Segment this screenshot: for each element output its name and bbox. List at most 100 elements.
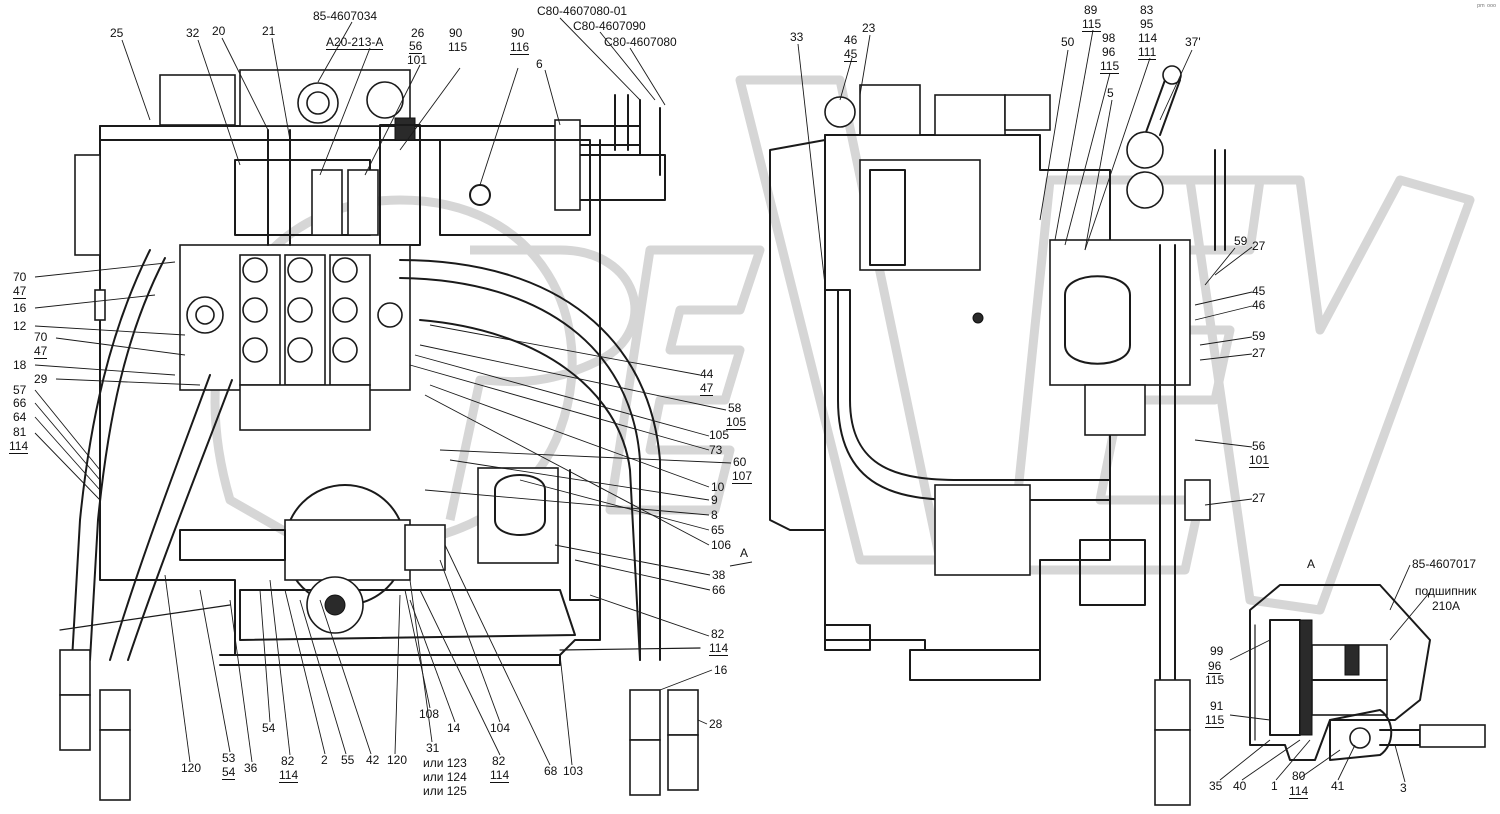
callout-label: 42 <box>366 753 380 767</box>
callout-label: 28 <box>709 717 723 731</box>
callout-label: 111 <box>1138 45 1157 60</box>
callout-label: 29 <box>34 372 48 386</box>
callout-label: 1 <box>1271 779 1278 793</box>
callout-label: 114 <box>279 768 299 783</box>
callout-label: 115 <box>1205 713 1225 728</box>
callout-label: 47 <box>700 381 714 396</box>
callout-label: 115 <box>448 40 468 54</box>
callout-label: 27 <box>1252 346 1266 360</box>
callout-label: 57 <box>13 383 27 397</box>
callout-label: или 123 <box>423 756 467 770</box>
callout-label: 16 <box>714 663 728 677</box>
callout-label: 104 <box>490 721 511 735</box>
callout-label: 101 <box>407 53 428 67</box>
callout-label: 107 <box>732 469 753 484</box>
callout-label: 45 <box>844 47 858 62</box>
callout-label: 96 <box>1208 659 1222 674</box>
callout-label: 103 <box>563 764 584 778</box>
callout-label: 54 <box>262 721 276 735</box>
callout-label: 108 <box>419 707 440 721</box>
callout-label: 45 <box>1252 284 1266 298</box>
callout-label: 36 <box>244 761 258 775</box>
callout-label: 114 <box>1289 784 1309 799</box>
callout-label: 54 <box>222 765 236 780</box>
callout-label: 115 <box>1100 59 1120 74</box>
callout-label: 85-4607034 <box>313 9 378 23</box>
callout-label: 40 <box>1233 779 1247 793</box>
callout-label: 120 <box>387 753 408 767</box>
left-view <box>59 69 701 801</box>
callout-label: 106 <box>711 538 732 552</box>
callout-label: 16 <box>13 301 27 315</box>
site-logo: ᵖᵐ ᵒᵒᵒ <box>1477 2 1496 11</box>
callout-label: 55 <box>341 753 355 767</box>
callout-label: 114 <box>1138 31 1158 45</box>
callout-label: 66 <box>13 396 27 410</box>
callout-label: 70 <box>13 270 27 284</box>
callout-label: 89 <box>1084 3 1098 17</box>
callout-label: 210A <box>1432 599 1461 613</box>
right-view <box>769 65 1226 806</box>
callout-label: 64 <box>13 410 27 424</box>
callout-label: 41 <box>1331 779 1345 793</box>
callout-label: 56 <box>409 39 423 54</box>
callout-label: 46 <box>844 33 858 47</box>
callout-label: 35 <box>1209 779 1223 793</box>
callout-label: 27 <box>1252 239 1266 253</box>
callout-label: 37' <box>1185 35 1201 49</box>
callout-label: 9 <box>711 493 718 507</box>
callout-label: 14 <box>447 721 461 735</box>
callout-label: 85-4607017 <box>1412 557 1477 571</box>
callout-label: 44 <box>700 367 714 381</box>
callout-label: 105 <box>709 428 730 442</box>
callout-label: 98 <box>1102 31 1116 45</box>
callout-label: 90 <box>449 26 463 40</box>
callout-label: 21 <box>262 24 276 38</box>
callout-label: 68 <box>544 764 558 778</box>
callout-label: 8 <box>711 508 718 522</box>
callout-label: 33 <box>790 30 804 44</box>
callout-label: 82 <box>711 627 725 641</box>
callout-label: 90 <box>511 26 525 40</box>
callout-label: 23 <box>862 21 876 35</box>
callout-label: 81 <box>13 425 27 439</box>
callout-label: C80-4607080 <box>604 35 677 49</box>
callout-label: 59 <box>1252 329 1266 343</box>
callout-label: 82 <box>492 754 506 768</box>
callout-label: 5 <box>1107 86 1114 100</box>
callout-label: 66 <box>712 583 726 597</box>
callout-label: 18 <box>13 358 27 372</box>
callout-label: 114 <box>490 768 510 783</box>
detail-a-section <box>1249 584 1486 761</box>
callout-label: A20-213-A <box>326 35 384 50</box>
callout-label: 65 <box>711 523 725 537</box>
callout-label: 12 <box>13 319 27 333</box>
callout-label: 27 <box>1252 491 1266 505</box>
callout-label: или 124 <box>423 770 467 784</box>
callout-label: 26 <box>411 26 425 40</box>
callout-label: 3 <box>1400 781 1407 795</box>
callout-label: A <box>740 546 749 560</box>
callout-label: 96 <box>1102 45 1116 59</box>
callout-label: 70 <box>34 330 48 344</box>
callout-label: 80 <box>1292 769 1306 783</box>
callout-label: 91 <box>1210 699 1224 713</box>
leader-lines <box>34 17 1431 783</box>
callout-label: или 125 <box>423 784 467 798</box>
callout-label: 47 <box>13 284 27 299</box>
callout-label: 73 <box>709 443 723 457</box>
callout-label: 53 <box>222 751 236 765</box>
callout-label: 59 <box>1234 234 1248 248</box>
callout-label: A <box>1307 557 1316 571</box>
callout-label: подшипник <box>1415 584 1477 598</box>
callout-label: 115 <box>1205 673 1225 687</box>
callout-label: C80-4607090 <box>573 19 646 33</box>
callout-label: 120 <box>181 761 202 775</box>
callout-label: 99 <box>1210 644 1224 658</box>
callout-label: 116 <box>510 40 530 55</box>
callout-label: 20 <box>212 24 226 38</box>
callout-label: 56 <box>1252 439 1266 453</box>
callout-label: 83 <box>1140 3 1154 17</box>
